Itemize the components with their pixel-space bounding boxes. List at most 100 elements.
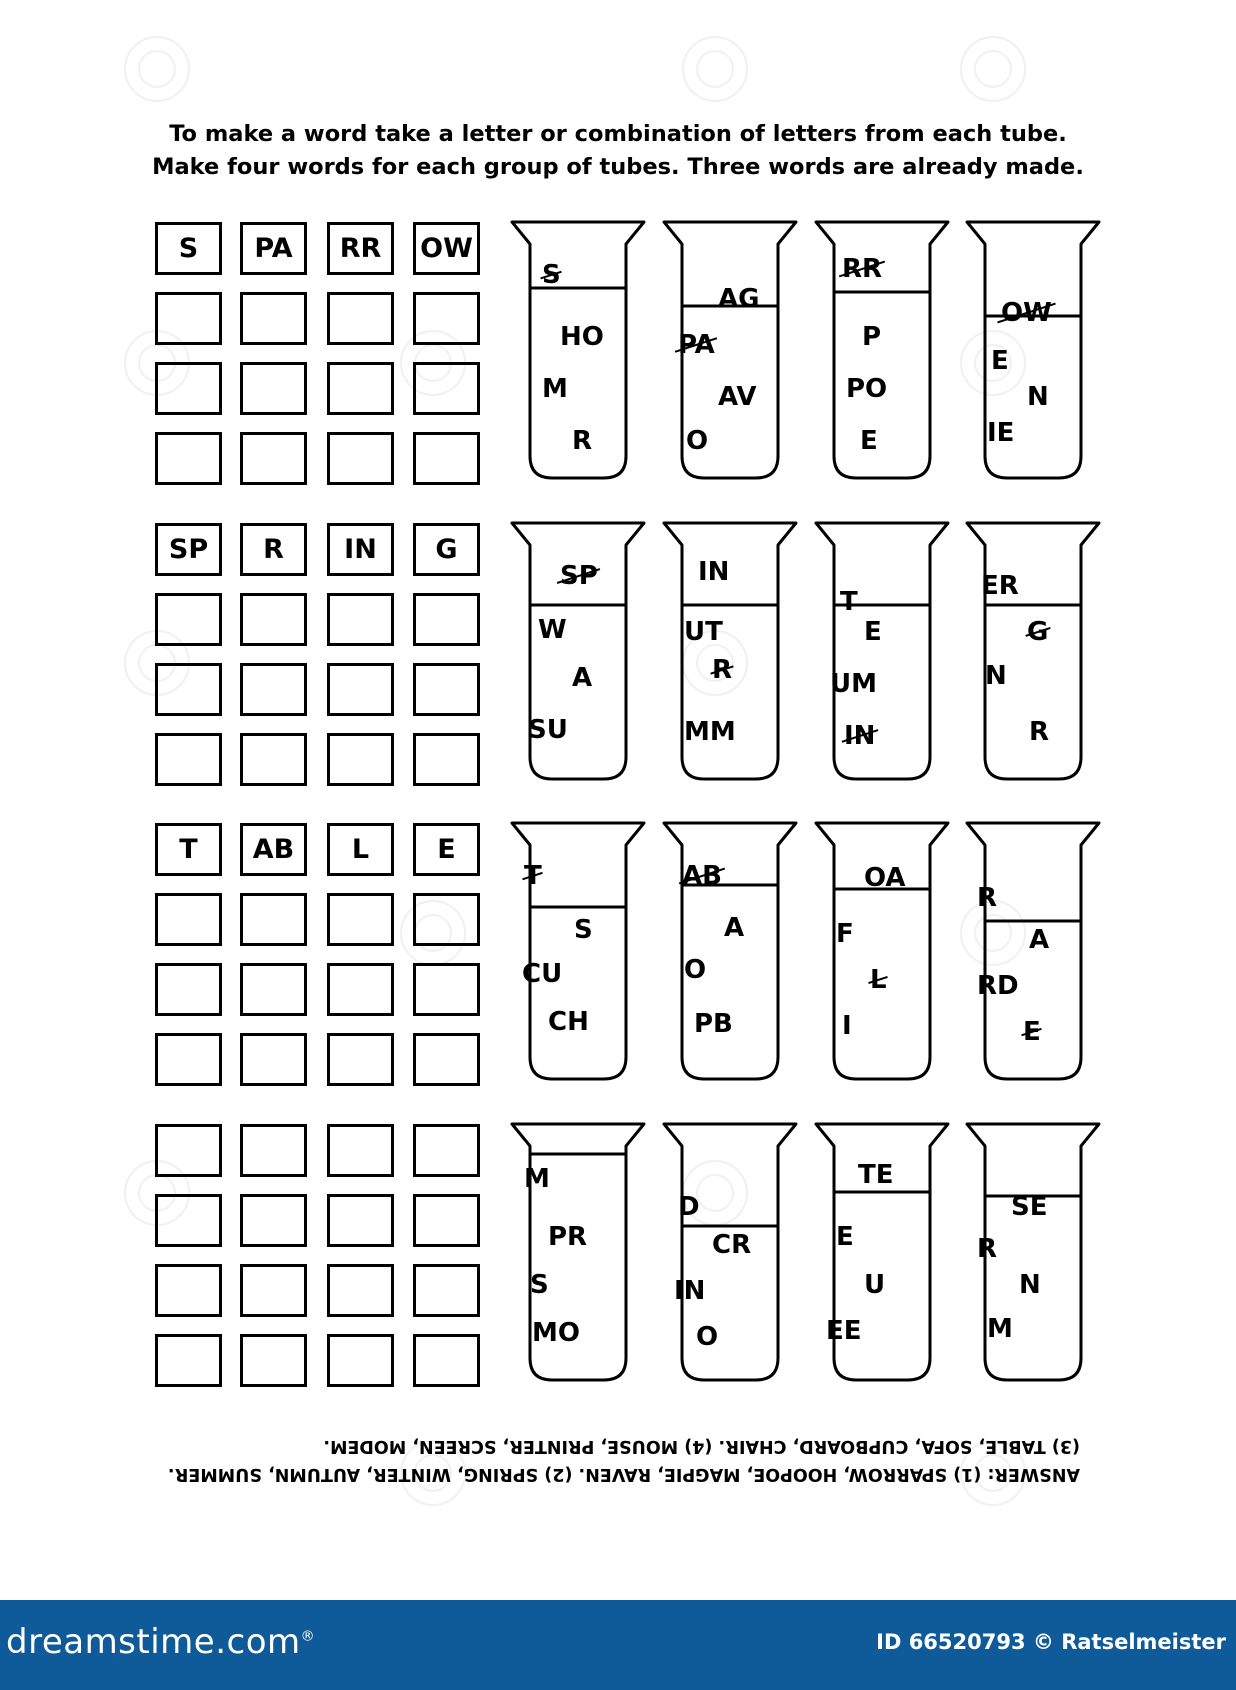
- answer-input-cell[interactable]: [327, 963, 394, 1016]
- tube-segment: O: [696, 1322, 719, 1352]
- answer-input-cell[interactable]: [155, 893, 222, 946]
- watermark-spiral-icon: [960, 330, 1026, 396]
- answer-input-cell[interactable]: [413, 1033, 480, 1086]
- watermark-spiral-icon: [124, 1160, 190, 1226]
- answer-input-cell[interactable]: [240, 1194, 307, 1247]
- given-letter-cell: G: [413, 523, 480, 576]
- answer-input-cell[interactable]: [413, 432, 480, 485]
- answer-input-cell[interactable]: [327, 1334, 394, 1387]
- answer-input-cell[interactable]: [327, 663, 394, 716]
- answer-input-cell[interactable]: [327, 432, 394, 485]
- watermark-spiral-icon: [960, 900, 1026, 966]
- footer-image-id: ID 66520793 © Ratselmeister: [876, 1630, 1226, 1654]
- tube-segment: R: [1029, 717, 1050, 747]
- answer-input-cell[interactable]: [240, 432, 307, 485]
- answer-input-cell[interactable]: [413, 963, 480, 1016]
- tube-segment: HO: [560, 322, 604, 352]
- tube-segment: S: [530, 1270, 549, 1300]
- tube-segment: MM: [684, 717, 736, 747]
- watermark-spiral-icon: [124, 36, 190, 102]
- answer-input-cell[interactable]: [155, 1334, 222, 1387]
- instructions: To make a word take a letter or combinat…: [0, 118, 1236, 184]
- answer-input-cell[interactable]: [155, 733, 222, 786]
- answer-input-cell[interactable]: [413, 593, 480, 646]
- tube-segment: E: [836, 1222, 854, 1252]
- tube-segment: PR: [548, 1222, 588, 1252]
- answer-input-cell[interactable]: [240, 1124, 307, 1177]
- answer-input-cell[interactable]: [327, 893, 394, 946]
- answer-input-cell[interactable]: [413, 663, 480, 716]
- answer-input-cell[interactable]: [155, 432, 222, 485]
- tube-segment-crossed: RR: [842, 254, 883, 284]
- answer-input-cell[interactable]: [240, 292, 307, 345]
- tube-segment: M: [987, 1314, 1013, 1344]
- given-letter-cell: T: [155, 823, 222, 876]
- answer-input-cell[interactable]: [155, 1124, 222, 1177]
- answer-input-cell[interactable]: [327, 1264, 394, 1317]
- tube-segment: CU: [522, 959, 563, 989]
- answer-input-cell[interactable]: [413, 1334, 480, 1387]
- tube-segment: I: [842, 1011, 852, 1041]
- tube-segment-crossed: AB: [682, 861, 722, 891]
- answer-input-cell[interactable]: [240, 1334, 307, 1387]
- tube-outline-icon: [814, 521, 950, 781]
- given-letter-cell: IN: [327, 523, 394, 576]
- answer-input-cell[interactable]: [240, 362, 307, 415]
- tube-segment: S: [574, 915, 593, 945]
- tube-segment: RD: [977, 971, 1019, 1001]
- answer-input-cell[interactable]: [240, 893, 307, 946]
- answer-input-cell[interactable]: [240, 963, 307, 1016]
- answer-input-cell[interactable]: [327, 362, 394, 415]
- tube-segment: M: [524, 1164, 550, 1194]
- tube-segment: N: [1027, 382, 1049, 412]
- answer-input-cell[interactable]: [240, 1264, 307, 1317]
- answer-input-cell[interactable]: [413, 1194, 480, 1247]
- answer-input-cell[interactable]: [155, 1264, 222, 1317]
- tube-segment: SU: [528, 715, 568, 745]
- answer-line-1: ANSWER: (1) SPARROW, HOOPOE, MAGPIE, RAV…: [167, 1464, 1080, 1484]
- tube-segment: W: [538, 615, 567, 645]
- answer-input-cell[interactable]: [155, 963, 222, 1016]
- footer-bar: dreamstime.com® ID 66520793 © Ratselmeis…: [0, 1600, 1236, 1690]
- tube-outline-icon: [814, 821, 950, 1081]
- tube-segment: CR: [712, 1230, 752, 1260]
- given-letter-cell: RR: [327, 222, 394, 275]
- answer-input-cell[interactable]: [240, 733, 307, 786]
- tube-segment: F: [836, 919, 854, 949]
- watermark-spiral-icon: [400, 1440, 466, 1506]
- answer-input-cell[interactable]: [413, 1124, 480, 1177]
- tube-segment: IN: [674, 1276, 706, 1306]
- tube-segment: N: [985, 661, 1007, 691]
- tube-segment: PB: [694, 1009, 733, 1039]
- answer-input-cell[interactable]: [327, 733, 394, 786]
- answer-input-cell[interactable]: [413, 733, 480, 786]
- footer-logo[interactable]: dreamstime.com®: [6, 1622, 315, 1662]
- tube-segment: M: [542, 374, 568, 404]
- tube-segment: E: [860, 426, 878, 456]
- answer-input-cell[interactable]: [327, 1124, 394, 1177]
- tube-segment: IN: [698, 557, 730, 587]
- answer-input-cell[interactable]: [413, 1264, 480, 1317]
- answer-input-cell[interactable]: [155, 1033, 222, 1086]
- answer-input-cell[interactable]: [327, 1194, 394, 1247]
- answer-input-cell[interactable]: [327, 292, 394, 345]
- answer-input-cell[interactable]: [240, 1033, 307, 1086]
- answer-input-cell[interactable]: [327, 1033, 394, 1086]
- answer-input-cell[interactable]: [327, 593, 394, 646]
- tube-segment: AV: [718, 382, 757, 412]
- answer-input-cell[interactable]: [240, 593, 307, 646]
- watermark-spiral-icon: [400, 900, 466, 966]
- tube-outline-icon: [510, 521, 646, 781]
- tube-segment: TE: [858, 1160, 894, 1190]
- answer-input-cell[interactable]: [240, 663, 307, 716]
